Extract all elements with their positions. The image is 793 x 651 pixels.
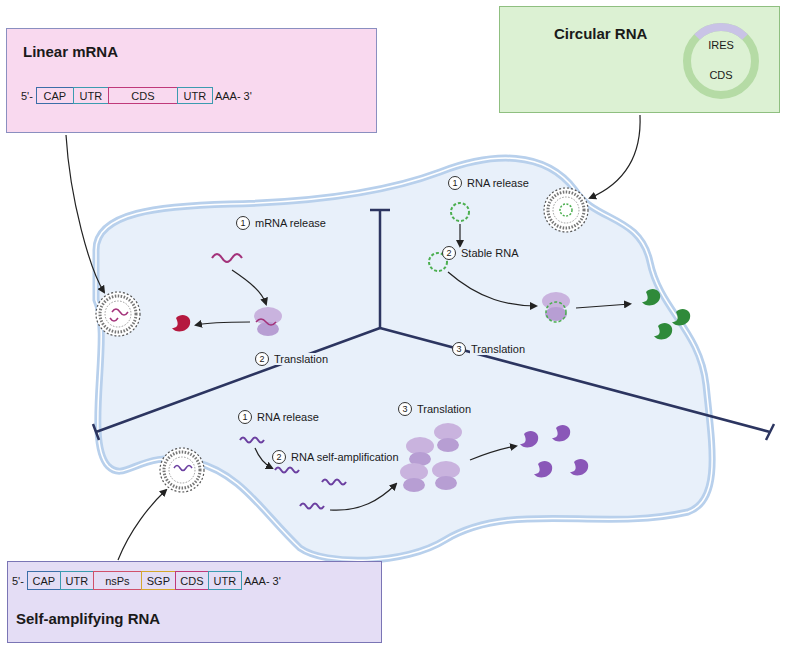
ring-label: IRES [681, 39, 761, 51]
segment-label: CDS [180, 575, 203, 587]
sequence-segment: SGP [141, 571, 176, 590]
segment-label: CAP [44, 90, 67, 102]
sequence-segment: CDS [108, 87, 178, 104]
segment-label: UTR [214, 575, 237, 587]
segment-label: CAP [33, 575, 56, 587]
strand-end: AAA- 3' [215, 90, 252, 102]
panel-box: Self-amplifying RNA 5'- AAA- 3' CAP UTR nsPs S… [7, 561, 382, 643]
step-callout: 3 Translation [398, 402, 472, 416]
self-amplified-rna [240, 438, 346, 509]
sector-dividers [93, 210, 774, 440]
circular-rna [451, 203, 469, 221]
ribosome [400, 463, 428, 492]
cell-membrane [96, 158, 712, 560]
sequence-segment: CAP [27, 571, 61, 590]
step-label: mRNA release [254, 217, 327, 229]
step-callout: 1 RNA release [448, 176, 530, 190]
segment-label: UTR [80, 90, 103, 102]
ribosome [406, 437, 434, 466]
sequence-segment: UTR [60, 571, 94, 590]
ring-label: CDS [681, 69, 761, 81]
callout-number: 1 [238, 410, 252, 424]
step-label: RNA release [466, 177, 530, 189]
callout-number: 1 [448, 176, 462, 190]
ribosome [434, 423, 462, 452]
step-callout: 2 Translation [255, 352, 329, 366]
sequence-segment: UTR [73, 87, 109, 104]
panel-title: Linear mRNA [23, 43, 118, 60]
segment-label: UTR [66, 575, 89, 587]
callout-number: 2 [272, 450, 286, 464]
strand-end: AAA- 3' [244, 575, 281, 587]
lipid-nanoparticle [96, 292, 140, 336]
callout-number: 1 [236, 216, 250, 230]
strand-end: 5'- [21, 90, 33, 102]
sequence-segment: nsPs [93, 571, 142, 590]
delivery-arrows [66, 115, 640, 560]
protein [520, 425, 588, 477]
step-label: RNA release [256, 411, 320, 423]
step-callout: 2 Stable RNA [442, 246, 519, 260]
step-callout: 1 RNA release [238, 410, 320, 424]
circular-rna-ring: IRES CDS [681, 21, 761, 101]
panel-box: Circular RNA IRES CDS [499, 6, 780, 113]
ribosome [254, 307, 282, 336]
sequence-segment: UTR [208, 571, 242, 590]
panel-title: Self-amplifying RNA [16, 610, 160, 627]
sequence-segment: CDS [175, 571, 209, 590]
lipid-nanoparticle [544, 188, 588, 232]
cell-membrane-inner [96, 158, 712, 560]
callout-number: 2 [255, 352, 269, 366]
sequence-segment: CAP [36, 87, 74, 104]
callout-number: 3 [452, 342, 466, 356]
sequence-segment: UTR [177, 87, 213, 104]
step-label: RNA self-amplification [290, 451, 400, 463]
callout-number: 3 [398, 402, 412, 416]
segment-label: CDS [131, 90, 154, 102]
lipid-nanoparticle [160, 448, 204, 492]
step-callout: 3 Translation [452, 342, 526, 356]
step-label: Translation [416, 403, 472, 415]
step-callout: 1 mRNA release [236, 216, 327, 230]
ribosome [542, 292, 570, 321]
protein [642, 289, 690, 339]
panel-title: Circular RNA [554, 25, 647, 42]
segment-label: nsPs [105, 575, 129, 587]
mrna [212, 254, 242, 262]
segment-label: SGP [147, 575, 170, 587]
segment-label: UTR [184, 90, 207, 102]
panel-box: Linear mRNA 5'- AAA- 3' CAP UTR CDS UTR [6, 28, 377, 133]
ribosome [432, 461, 460, 490]
ring-outline [681, 21, 761, 101]
step-label: Translation [273, 353, 329, 365]
callout-number: 2 [442, 246, 456, 260]
step-callout: 2 RNA self-amplification [272, 450, 400, 464]
step-label: Stable RNA [460, 247, 519, 259]
strand-end: 5'- [12, 575, 24, 587]
protein [172, 315, 190, 331]
step-label: Translation [470, 343, 526, 355]
